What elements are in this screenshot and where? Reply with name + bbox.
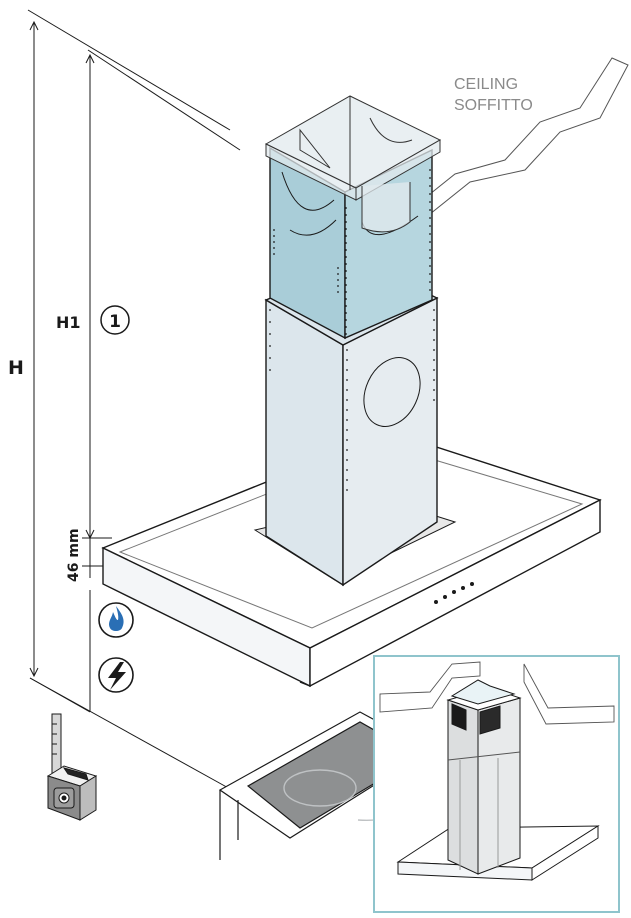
gas-flame-icon: [98, 602, 134, 638]
tape-measure-icon: [46, 713, 98, 821]
dimension-h-label: H: [8, 357, 24, 379]
step-number-badge: [100, 305, 130, 335]
electric-bolt-icon: [98, 657, 134, 693]
dimension-gap-label: 46 mm: [66, 528, 82, 582]
screw-holes: [269, 169, 435, 491]
dimension-lines: [29, 20, 233, 791]
dimension-h1-label: H1: [56, 313, 81, 332]
step-number-label: 1: [109, 312, 121, 332]
ceiling-guides: [27, 9, 241, 151]
mounting-bracket: [264, 95, 442, 233]
ceiling-label-en: CEILING: [454, 76, 518, 93]
inset-detail: [373, 655, 620, 913]
ceiling-label-it: SOFFITTO: [454, 97, 533, 114]
control-buttons: [434, 582, 474, 604]
ceiling-duct: [414, 57, 629, 215]
